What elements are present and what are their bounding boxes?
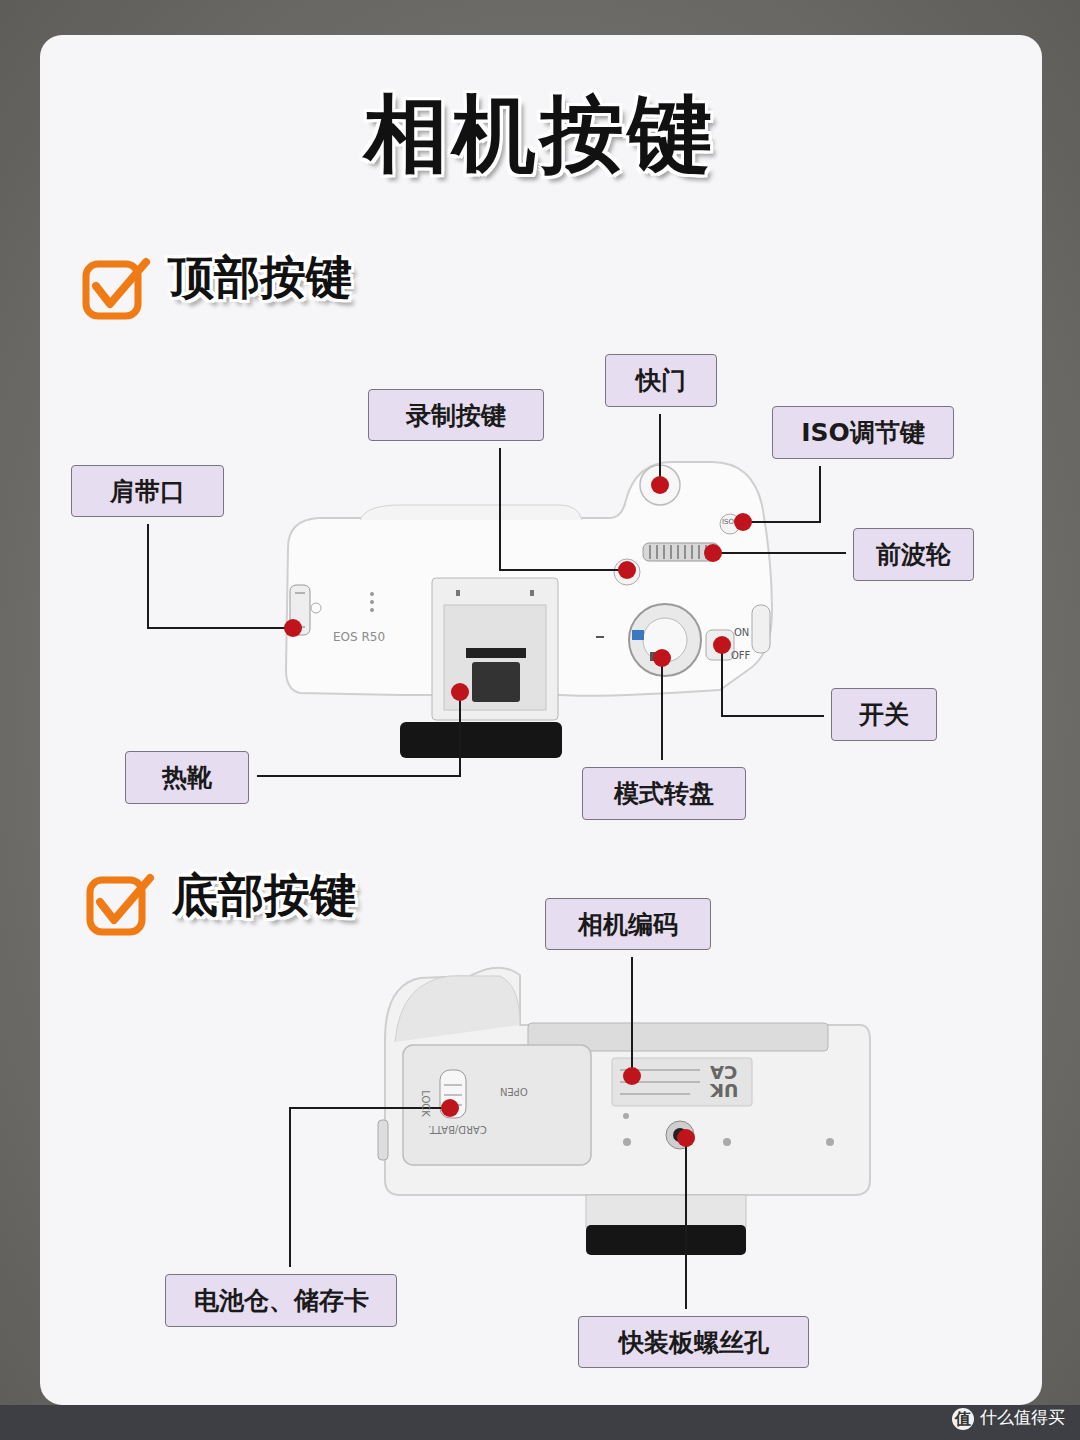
callout-box: 快装板螺丝孔	[578, 1316, 809, 1368]
camera-top	[286, 462, 772, 758]
cert-mark: UK	[710, 1080, 739, 1100]
callout-text: 录制按键	[406, 399, 506, 432]
callout-text: 热靴	[162, 761, 212, 794]
camera-bottom	[378, 968, 870, 1255]
callout-text: 快装板螺丝孔	[619, 1326, 769, 1359]
panel	[40, 35, 1042, 1405]
callout-text: 快门	[636, 364, 686, 397]
callout-box: 相机编码	[545, 898, 711, 950]
callout-text: 电池仓、储存卡	[194, 1284, 369, 1317]
model-name: EOS R50	[333, 631, 385, 644]
door-mark: CARD/BATT.	[428, 1124, 487, 1135]
callout-box: 录制按键	[368, 389, 544, 441]
callout-box: 前波轮	[853, 528, 974, 581]
door-mark: LOCK	[420, 1090, 431, 1117]
callout-box: 电池仓、储存卡	[165, 1274, 397, 1327]
callout-text: ISO调节键	[801, 416, 925, 449]
callout-text: 肩带口	[110, 475, 185, 508]
watermark: 什么值得买	[980, 1408, 1065, 1427]
check-icon	[90, 878, 150, 932]
callout-box: 开关	[831, 688, 937, 741]
button-mark: ISO	[722, 519, 734, 527]
callout-box: ISO调节键	[772, 406, 954, 459]
page-title: 相机按键	[0, 88, 1080, 180]
cert-mark: CA	[710, 1062, 737, 1082]
marker-dot	[284, 476, 752, 1147]
callout-text: 开关	[859, 698, 909, 731]
callout-box: 肩带口	[71, 465, 224, 517]
check-icon	[86, 262, 146, 316]
callout-text: 模式转盘	[614, 777, 714, 810]
callout-text: 前波轮	[876, 538, 951, 571]
section-heading: 顶部按键	[168, 252, 352, 303]
switch-mark: ON	[734, 627, 749, 638]
callout-text: 相机编码	[578, 908, 678, 941]
switch-mark: OFF	[731, 650, 750, 661]
watermark-logo: 值	[952, 1408, 974, 1430]
callout-box: 热靴	[125, 751, 249, 804]
callout-box: 模式转盘	[582, 767, 746, 820]
leader-line	[148, 414, 846, 1309]
callout-box: 快门	[605, 354, 717, 407]
section-heading: 底部按键	[172, 870, 356, 921]
door-mark: OPEN	[500, 1086, 528, 1097]
